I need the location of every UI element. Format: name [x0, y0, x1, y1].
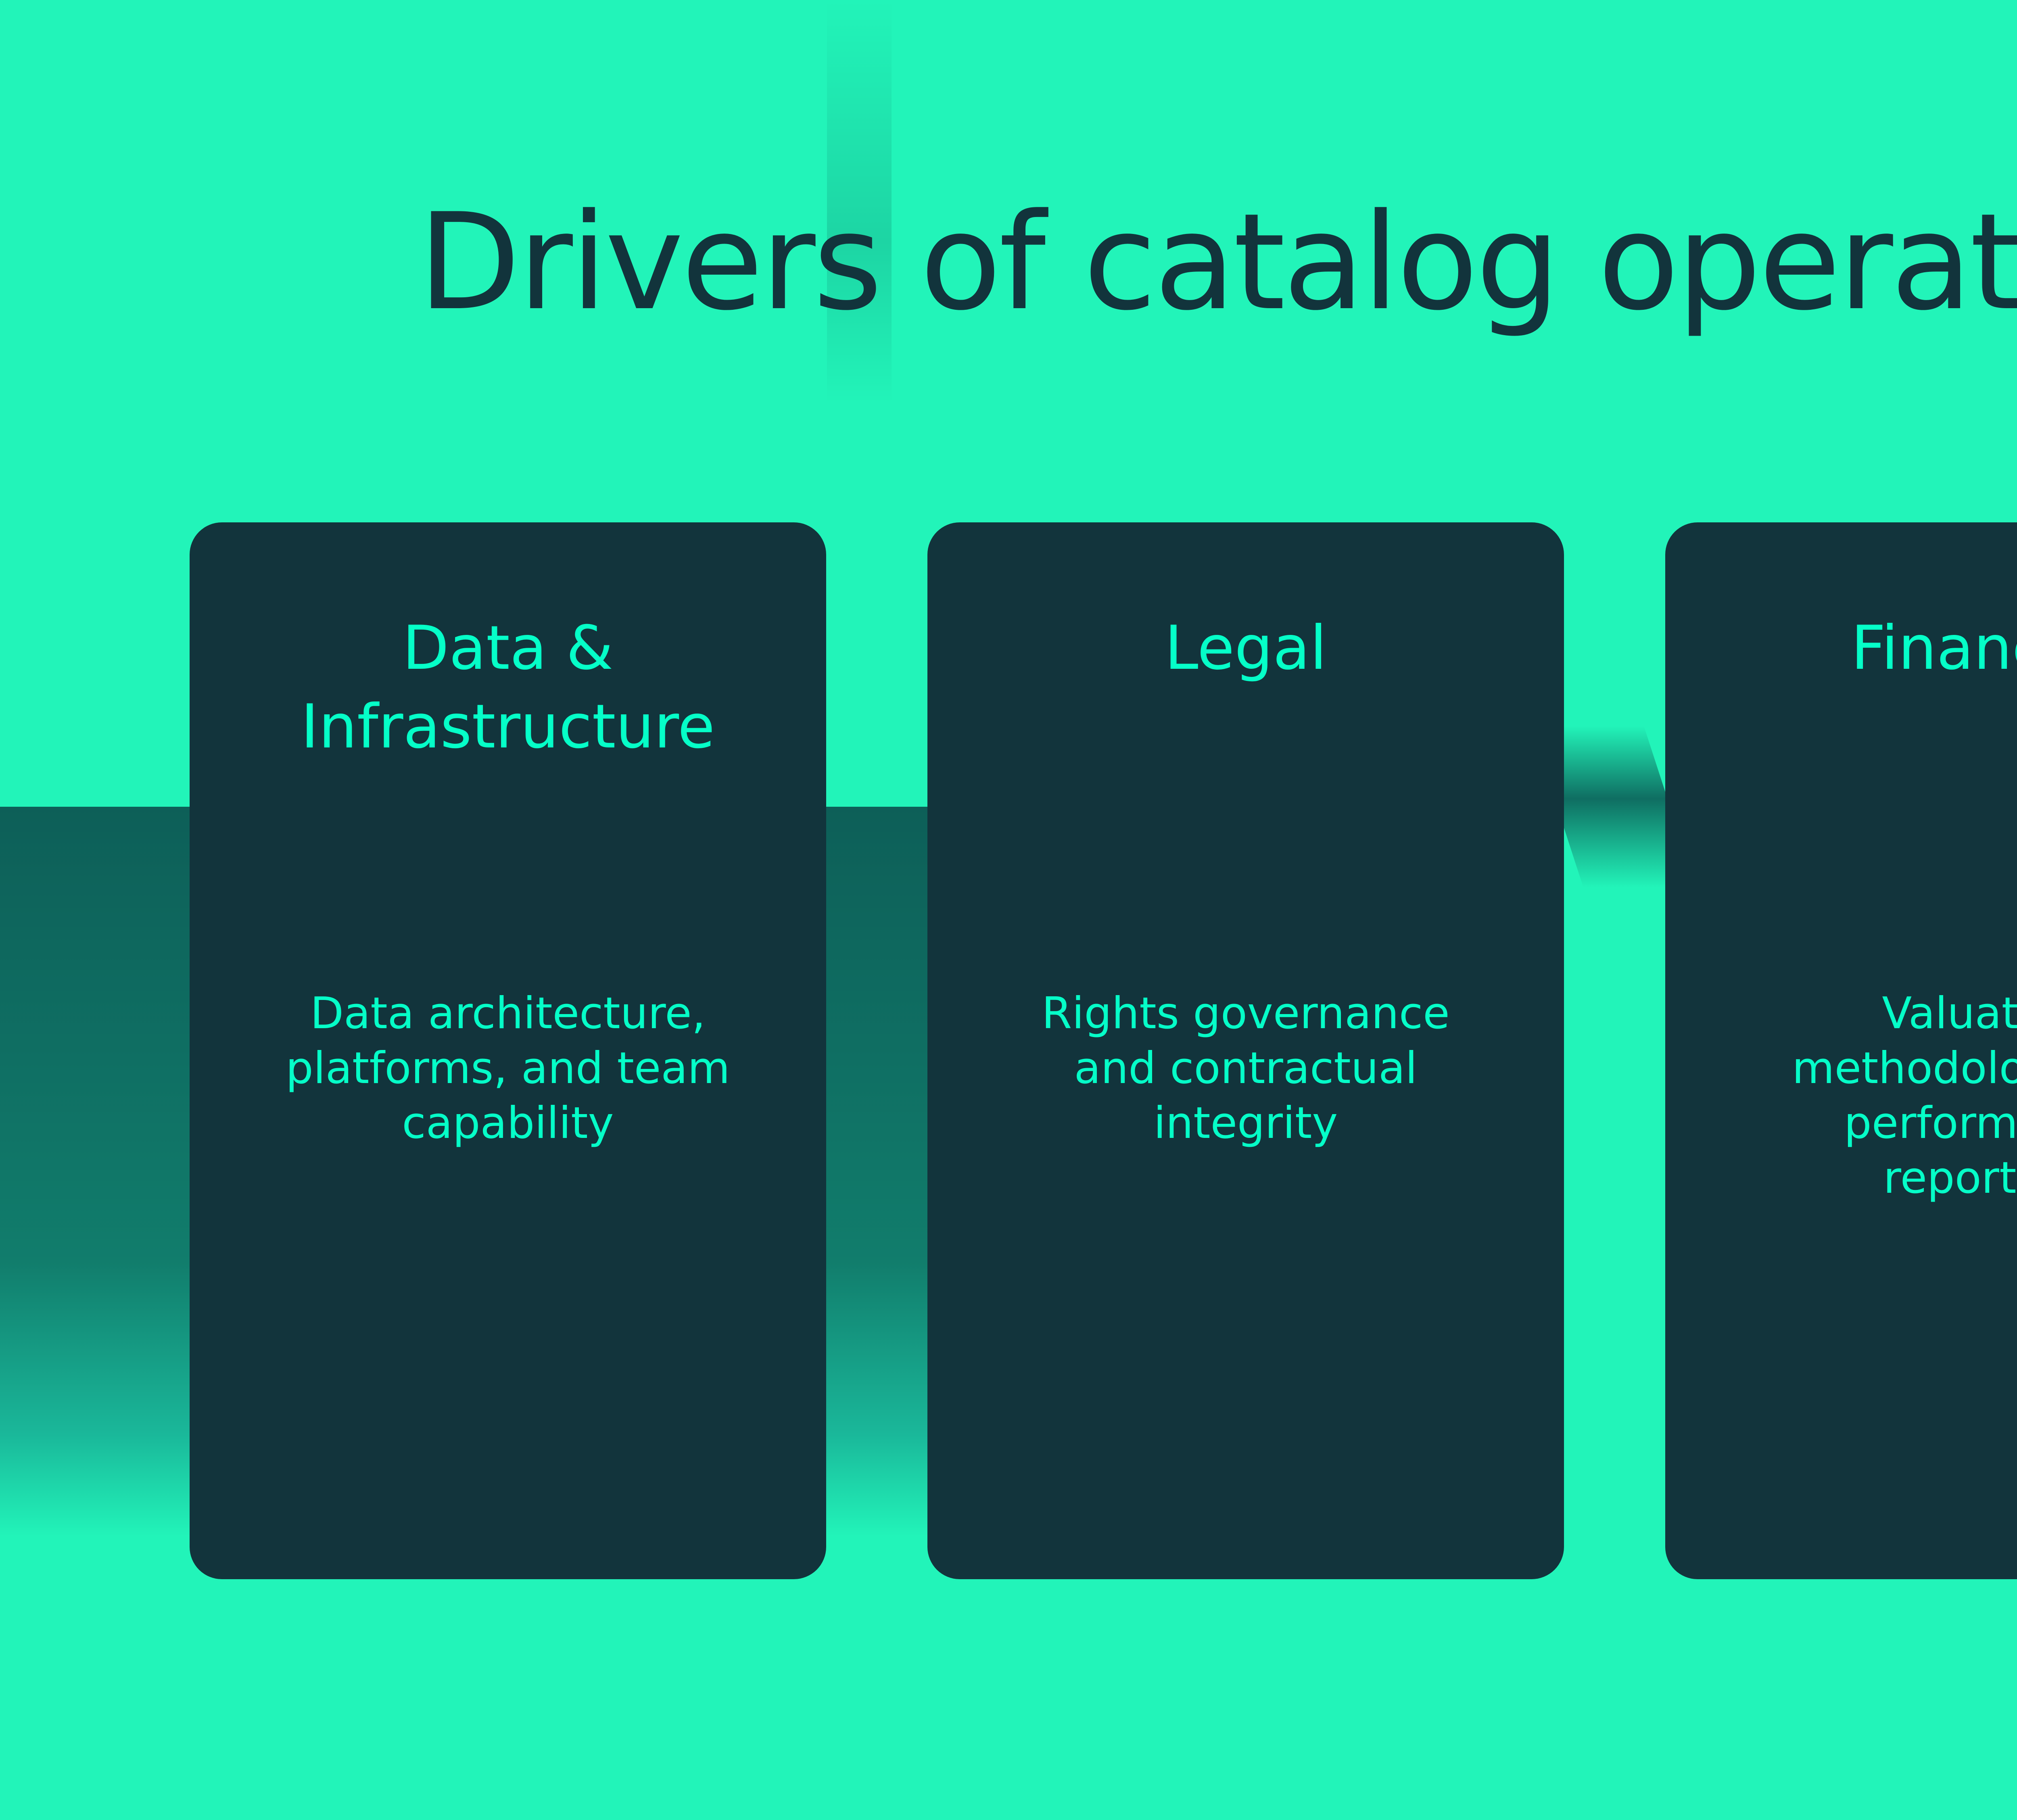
card-heading: Financial	[1851, 613, 2017, 683]
page-title: Drivers of catalog operating maturity	[418, 185, 2017, 340]
card-description: Rights governance and contractual integr…	[1042, 988, 1450, 1148]
card-data-infrastructure: Data & Infrastructure Data architecture,…	[190, 522, 826, 1579]
driver-cards: Data & Infrastructure Data architecture,…	[190, 522, 2017, 1579]
card-description: Data architecture, platforms, and team c…	[286, 988, 730, 1148]
card-legal: Legal Rights governance and contractual …	[927, 522, 1564, 1579]
card-heading: Legal	[1164, 613, 1327, 683]
card-financial: Financial Valuation methodology and perf…	[1665, 522, 2017, 1579]
card-heading: Data & Infrastructure	[301, 613, 715, 762]
card-description: Valuation methodology and performance re…	[1792, 988, 2017, 1203]
